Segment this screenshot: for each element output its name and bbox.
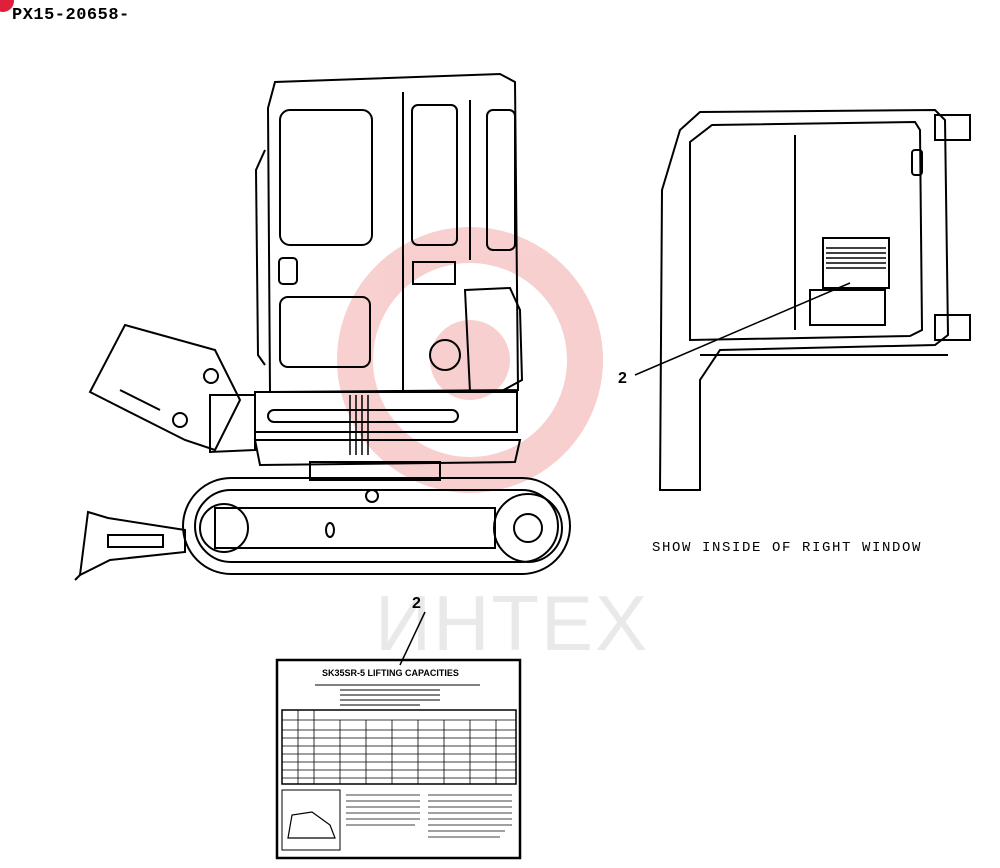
cab-inside-view bbox=[634, 108, 971, 491]
callout-cab: 2 bbox=[618, 370, 627, 387]
excavator-side-view bbox=[74, 72, 571, 581]
callout-decal: 2 bbox=[412, 595, 421, 612]
decal-title: SK35SR-5 LIFTING CAPACITIES bbox=[322, 668, 459, 678]
corner-mark bbox=[0, 0, 14, 12]
lifting-capacity-decal bbox=[275, 658, 522, 860]
part-code: PX15-20658- bbox=[12, 6, 130, 25]
decal-leader-line bbox=[399, 611, 426, 666]
view-caption: SHOW INSIDE OF RIGHT WINDOW bbox=[652, 540, 923, 556]
